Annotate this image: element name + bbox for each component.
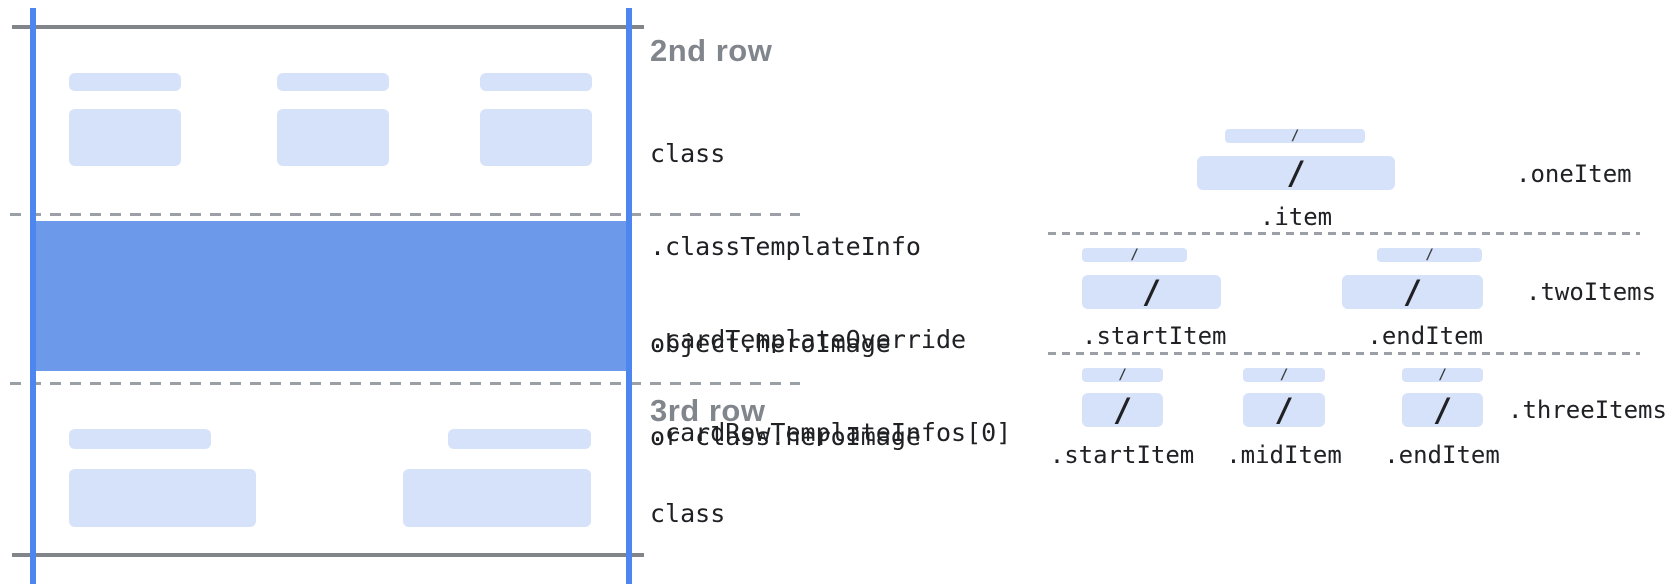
field-label-placeholder: [448, 429, 591, 449]
slash-glyph: /: [1279, 368, 1289, 382]
field-value-placeholder: [480, 109, 592, 166]
two-items-row-label: .twoItems: [1526, 278, 1657, 306]
field-label-placeholder: [480, 73, 592, 91]
one-item-row-label: .oneItem: [1516, 160, 1632, 188]
slash-glyph: /: [1286, 156, 1306, 190]
three-items-row-label: .threeItems: [1508, 396, 1667, 424]
code-line: class: [650, 139, 726, 168]
slash-glyph: /: [1290, 129, 1300, 143]
item-label-placeholder: /: [1082, 248, 1187, 262]
slash-glyph: /: [1274, 393, 1294, 427]
item-value-placeholder: /: [1197, 156, 1395, 190]
hero-image-area: [33, 221, 629, 371]
end-item-field-label: .endItem: [1384, 441, 1500, 469]
code-line: or class.heroImage: [650, 422, 921, 451]
field-value-placeholder: [277, 109, 389, 166]
field-label-placeholder: [69, 429, 211, 449]
left-guide-line: [30, 8, 36, 584]
item-value-placeholder: /: [1082, 393, 1163, 427]
start-item-field-label: .startItem: [1082, 322, 1227, 350]
start-item-field-label: .startItem: [1049, 441, 1195, 469]
item-label-placeholder: /: [1402, 368, 1483, 382]
slash-glyph: /: [1130, 248, 1139, 262]
slash-glyph: /: [1438, 368, 1447, 382]
one-two-divider-dashed-line: [1048, 232, 1640, 235]
item-label-placeholder: /: [1225, 129, 1365, 143]
field-value-placeholder: [69, 109, 181, 166]
row3-code-block: class .classTemplateInfo .cardTemplateOv…: [650, 436, 1011, 584]
top-card-edge-line: [12, 25, 644, 29]
mid-item-field-label: .midItem: [1226, 441, 1342, 469]
code-line: .cardRowTemplateInfos[0]: [650, 418, 1012, 447]
hero-code-block: object.heroImage or class.heroImage: [650, 266, 921, 514]
item-label-placeholder: /: [1082, 368, 1163, 382]
field-label-placeholder: [69, 73, 181, 91]
slash-glyph: /: [1425, 248, 1434, 262]
slash-glyph: /: [1112, 393, 1133, 427]
right-guide-line: [626, 8, 632, 584]
item-label-placeholder: /: [1243, 368, 1325, 382]
hero-row3-divider-dashed-line: [10, 382, 800, 385]
slash-glyph: /: [1141, 275, 1162, 309]
field-value-placeholder: [69, 469, 256, 527]
item-value-placeholder: /: [1243, 393, 1325, 427]
slash-glyph: /: [1118, 368, 1127, 382]
field-value-placeholder: [403, 469, 591, 527]
row2-code-block: class .classTemplateInfo .cardTemplateOv…: [650, 76, 1011, 510]
two-three-divider-dashed-line: [1048, 352, 1640, 355]
code-line: .classTemplateInfo: [650, 232, 921, 261]
item-value-placeholder: /: [1342, 275, 1483, 309]
slash-glyph: /: [1402, 275, 1423, 309]
code-line: .cardTemplateOverride: [650, 325, 967, 354]
end-item-field-label: .endItem: [1367, 322, 1483, 350]
code-line: class: [650, 499, 726, 528]
bottom-card-edge-line: [12, 553, 644, 557]
slash-glyph: /: [1432, 393, 1453, 427]
row3-heading: 3rd row: [650, 393, 766, 428]
item-label-placeholder: /: [1377, 248, 1482, 262]
item-value-placeholder: /: [1402, 393, 1483, 427]
item-field-label: .item: [1259, 203, 1333, 231]
field-label-placeholder: [277, 73, 389, 91]
row2-heading: 2nd row: [650, 33, 773, 68]
item-value-placeholder: /: [1082, 275, 1221, 309]
code-line: object.heroImage: [650, 329, 891, 358]
row2-hero-divider-dashed-line: [10, 213, 800, 216]
